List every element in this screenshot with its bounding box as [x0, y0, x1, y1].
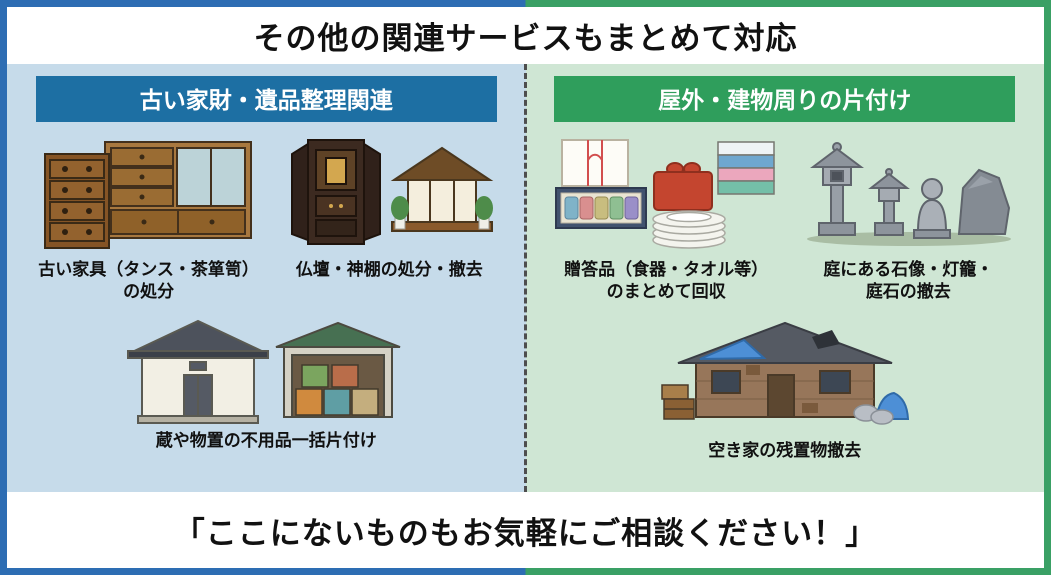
- old-furniture-icon: [44, 141, 253, 249]
- right-items-row-2: 空き家の残置物撤去: [532, 313, 1039, 462]
- stacked-boxes: [295, 364, 379, 416]
- stone-garden-icon: [806, 142, 1011, 246]
- wide-cabinet-icon: [104, 141, 253, 239]
- left-items-row-2: 蔵や物置の不用品一括片付け: [13, 313, 520, 452]
- sakaki-plants: [391, 196, 494, 230]
- footer-banner: 「ここにないものもお気軽にご相談ください！」: [7, 492, 1044, 568]
- kura-storehouse-icon: [127, 320, 270, 425]
- title-banner: その他の関連サービスもまとめて対応: [7, 7, 1044, 64]
- left-panel-header: 古い家財・遺品整理関連: [35, 76, 497, 122]
- tansu-knobs: [62, 166, 93, 235]
- stone-lantern-large-icon: [809, 142, 864, 236]
- noshi-envelope-icon: [560, 139, 629, 187]
- stone-statue-icon: [912, 178, 951, 239]
- house-roof: [677, 322, 893, 365]
- house-body: [694, 360, 875, 419]
- butsudan-icon: [291, 139, 382, 245]
- gift-items-icon: [554, 139, 775, 249]
- panel-divider: [523, 64, 527, 492]
- furoshiki-box-icon: [652, 162, 713, 211]
- item-caption: 贈答品（食器・タオル等） のまとめて回収: [564, 260, 769, 302]
- infographic-inner: その他の関連サービスもまとめて対応 古い家財・遺品整理関連: [7, 7, 1044, 568]
- item-butsudan-kamidana: 仏壇・神棚の処分・撤去: [284, 136, 494, 281]
- item-stone-garden: 庭にある石像・灯籠・ 庭石の撤去: [801, 136, 1016, 303]
- plate-stack-icon: [651, 210, 726, 249]
- item-caption: 庭にある石像・灯籠・ 庭石の撤去: [823, 260, 994, 302]
- abandoned-house-icon: [661, 322, 909, 425]
- panel-old-household: 古い家財・遺品整理関連: [7, 64, 526, 492]
- blue-tarp-roof: [699, 339, 767, 361]
- towel-stack-icon: [716, 141, 775, 195]
- item-caption: 空き家の残置物撤去: [708, 441, 862, 461]
- item-old-furniture: 古い家具（タンス・茶箪笥） の処分: [38, 136, 259, 303]
- panel-outdoor-cleanup: 屋外・建物周りの片付け: [525, 64, 1044, 492]
- right-panel-header: 屋外・建物周りの片付け: [554, 76, 1016, 122]
- junk-pile-right: [853, 392, 909, 425]
- item-abandoned-house: 空き家の残置物撤去: [660, 313, 910, 462]
- butsudan-knobs: [329, 204, 344, 208]
- dish-box-icon: [554, 187, 647, 229]
- butsudan-kamidana-icon: [291, 139, 494, 245]
- item-caption: 古い家具（タンス・茶箪笥） の処分: [38, 260, 259, 302]
- page-title: その他の関連サービスもまとめて対応: [253, 21, 798, 56]
- kamidana-icon: [390, 146, 494, 232]
- item-storehouse-shed: 蔵や物置の不用品一括片付け: [126, 313, 406, 452]
- tansu-chest-icon: [44, 153, 111, 249]
- ground-shadow: [806, 232, 1011, 246]
- stone-lantern-small-icon: [867, 168, 910, 236]
- item-gift-goods: 贈答品（食器・タオル等） のまとめて回収: [554, 136, 779, 303]
- junk-pile-left: [661, 384, 695, 420]
- footer-message: 「ここにないものもお気軽にご相談ください！」: [173, 515, 878, 551]
- garden-rock-icon: [957, 168, 1010, 235]
- right-items-row-1: 贈答品（食器・タオル等） のまとめて回収: [532, 136, 1039, 303]
- left-items-row-1: 古い家具（タンス・茶箪笥） の処分: [13, 136, 520, 303]
- item-caption: 蔵や物置の不用品一括片付け: [155, 431, 377, 451]
- cabinet-handles: [139, 154, 215, 225]
- panels-area: 古い家財・遺品整理関連: [7, 64, 1044, 492]
- storehouse-shed-icon: [127, 320, 401, 425]
- item-caption: 仏壇・神棚の処分・撤去: [295, 260, 483, 279]
